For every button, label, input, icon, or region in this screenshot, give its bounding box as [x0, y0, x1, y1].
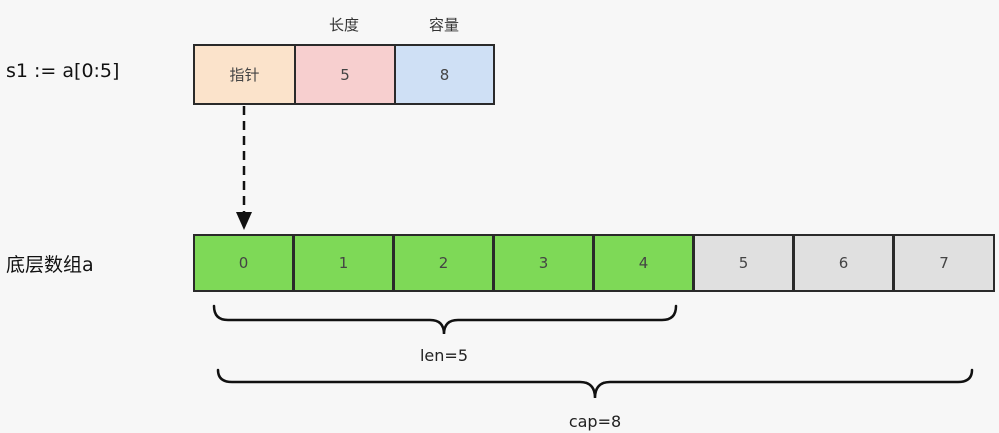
array-cell-3-text: 3	[538, 254, 549, 272]
len-label: len=5	[419, 346, 468, 365]
capacity-value: 8	[439, 65, 450, 84]
array-cell-0-text: 0	[238, 254, 249, 272]
array-cell-2-text: 2	[438, 254, 449, 272]
array-cell-7-text: 7	[939, 254, 949, 272]
array-cell-4: 4	[593, 234, 694, 292]
array-cell-3: 3	[493, 234, 594, 292]
length-header: 长度	[328, 16, 359, 34]
length-cell: 5	[294, 44, 396, 105]
array-cell-7: 7	[893, 234, 995, 292]
array-cell-5: 5	[693, 234, 794, 292]
array-cell-5-text: 5	[738, 254, 749, 272]
length-value: 5	[340, 65, 350, 84]
array-cell-0: 0	[193, 234, 294, 292]
slice-expression-label: s1 := a[0:5]	[6, 60, 120, 82]
array-cell-4-text: 4	[638, 254, 649, 272]
array-cell-6: 6	[793, 234, 894, 292]
cap-brace	[216, 368, 974, 399]
pointer-arrow-head	[236, 212, 252, 230]
array-cell-6-text: 6	[838, 254, 849, 272]
underlying-array-label: 底层数组a	[6, 254, 94, 276]
capacity-cell: 8	[394, 44, 495, 105]
len-brace	[212, 304, 678, 335]
array-cell-1-text: 1	[338, 254, 349, 272]
capacity-header: 容量	[428, 16, 459, 34]
cap-label: cap=8	[568, 412, 622, 431]
pointer-text: 指针	[229, 66, 260, 84]
